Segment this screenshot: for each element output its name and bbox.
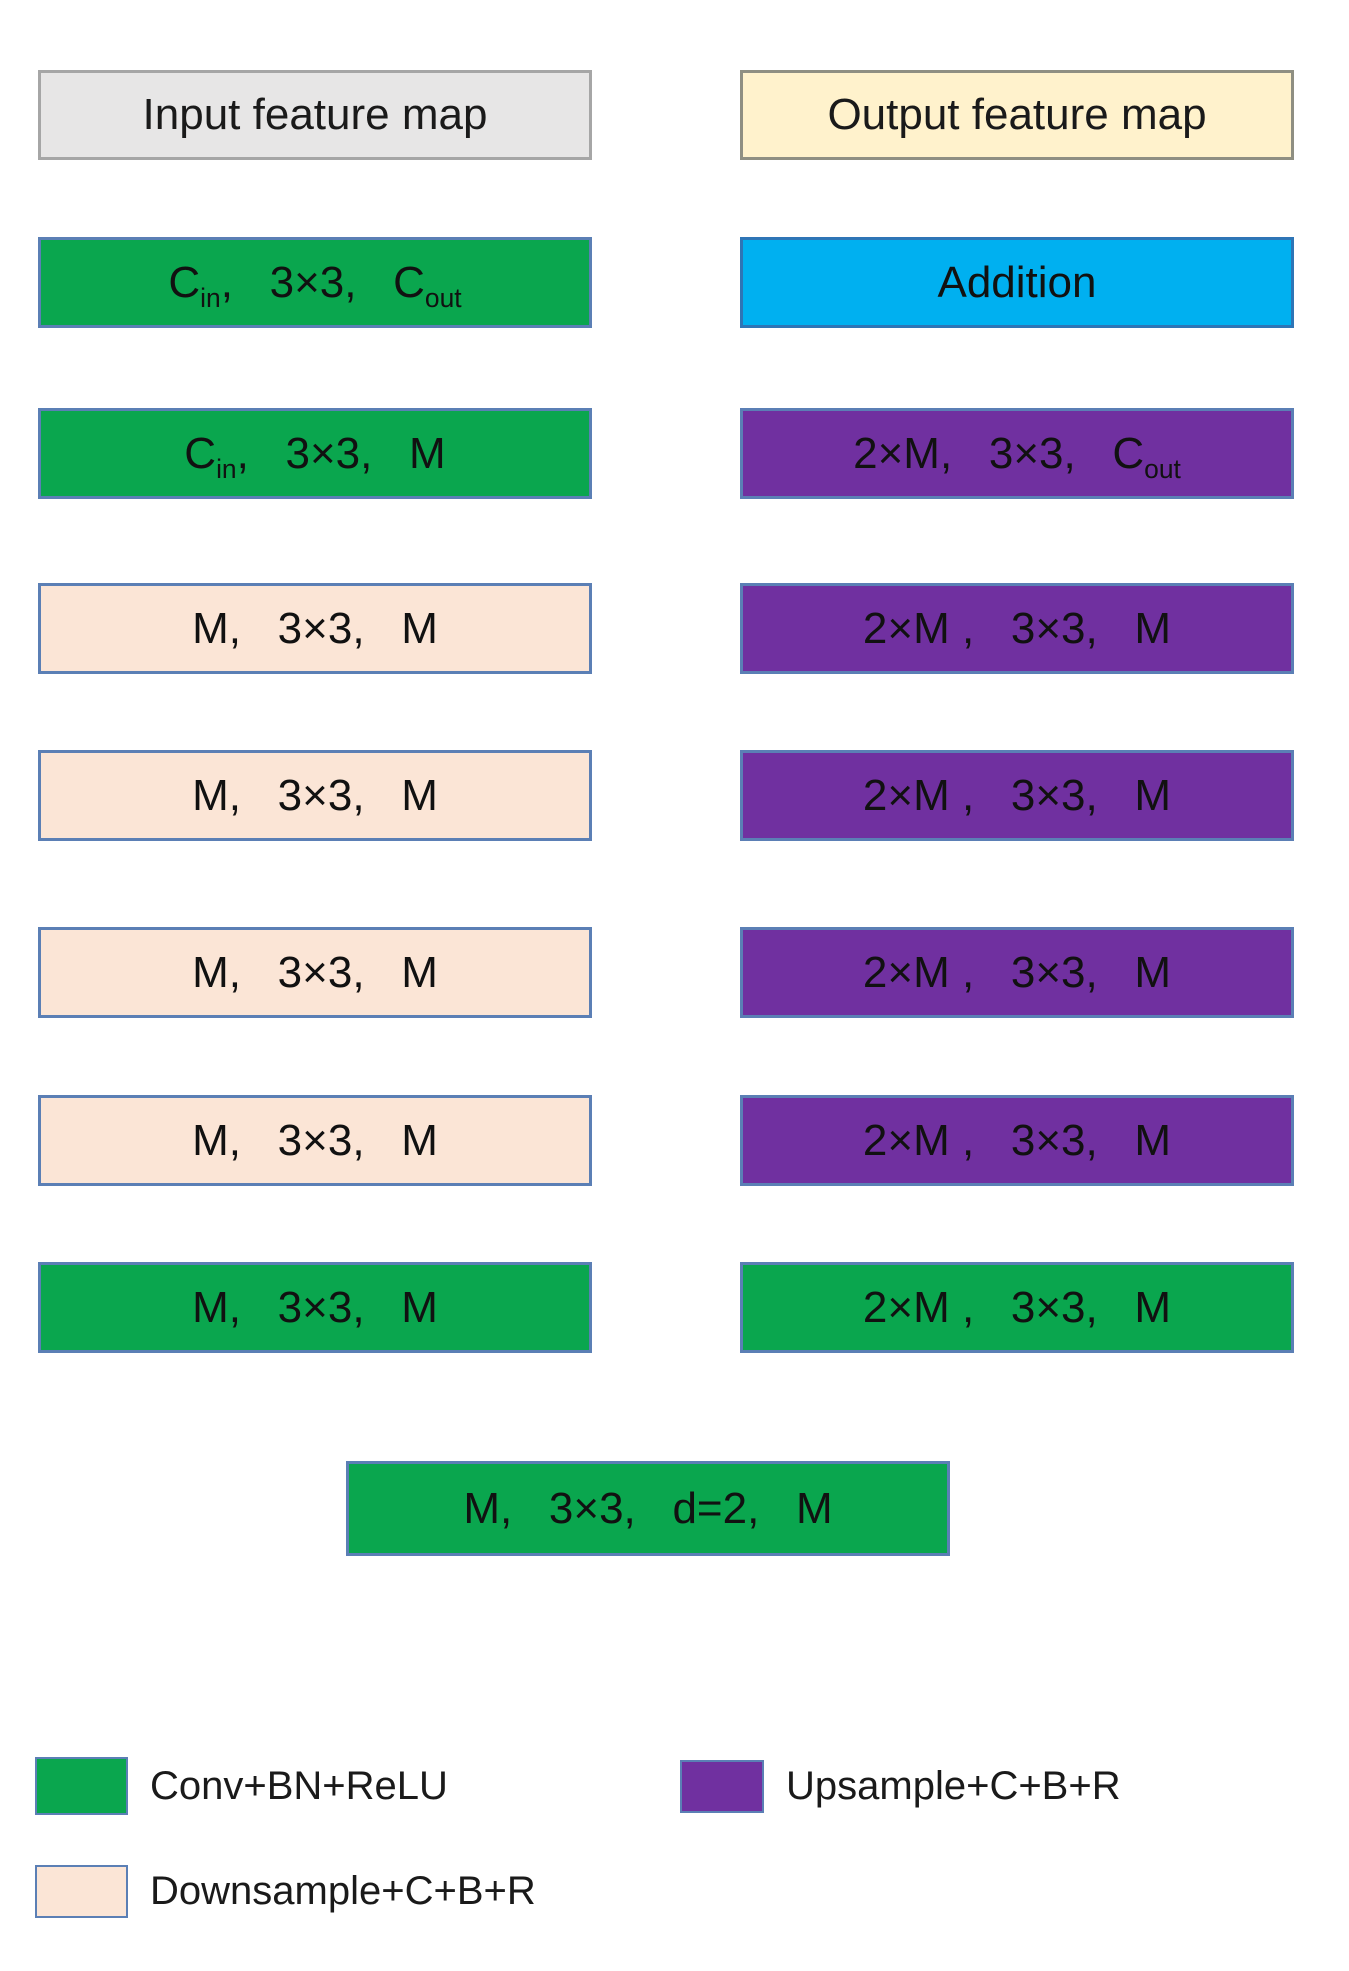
box-label: Addition xyxy=(937,257,1097,307)
dilated-conv-box-label: M, 3×3, d=2, M xyxy=(463,1483,833,1533)
downsample-legend-swatch xyxy=(35,1865,128,1918)
box-label: M, 3×3, M xyxy=(192,1282,438,1332)
downsample-legend-label: Downsample+C+B+R xyxy=(150,1869,536,1913)
output-feature-map-label: Output feature map xyxy=(827,90,1207,139)
box-label: Cin, 3×3, Cout xyxy=(168,257,462,313)
left-row-4-downsample-box: M, 3×3, M xyxy=(38,583,592,674)
left-row-3-conv-box: Cin, 3×3, M xyxy=(38,408,592,499)
left-row-7-downsample-box: M, 3×3, M xyxy=(38,1095,592,1186)
box-label: Cin, 3×3, M xyxy=(184,428,446,484)
right-row-5-upsample-box: 2×M , 3×3, M xyxy=(740,750,1294,841)
box-label: 2×M , 3×3, M xyxy=(862,1115,1172,1165)
legend-item-upsample: Upsample+C+B+R xyxy=(680,1760,1121,1813)
legend-item-conv: Conv+BN+ReLU xyxy=(35,1757,448,1815)
dilated-conv-box: M, 3×3, d=2, M xyxy=(346,1461,950,1556)
right-row-6-upsample-box: 2×M , 3×3, M xyxy=(740,927,1294,1018)
left-row-6-downsample-box: M, 3×3, M xyxy=(38,927,592,1018)
box-label: 2×M , 3×3, M xyxy=(862,947,1172,997)
upsample-legend-label: Upsample+C+B+R xyxy=(786,1764,1121,1808)
box-label: 2×M , 3×3, M xyxy=(862,770,1172,820)
box-label: 2×M , 3×3, M xyxy=(862,603,1172,653)
box-label: M, 3×3, M xyxy=(192,603,438,653)
input-feature-map-header: Input feature map xyxy=(38,70,592,160)
box-label: M, 3×3, M xyxy=(192,770,438,820)
box-label: M, 3×3, M xyxy=(192,947,438,997)
input-feature-map-label: Input feature map xyxy=(142,90,488,139)
right-row-3-upsample-box: 2×M, 3×3, Cout xyxy=(740,408,1294,499)
legend-item-downsample: Downsample+C+B+R xyxy=(35,1865,536,1918)
box-label: 2×M , 3×3, M xyxy=(862,1282,1172,1332)
right-row-2-addition-box: Addition xyxy=(740,237,1294,328)
left-row-2-conv-box: Cin, 3×3, Cout xyxy=(38,237,592,328)
box-label: M, 3×3, M xyxy=(192,1115,438,1165)
right-row-4-upsample-box: 2×M , 3×3, M xyxy=(740,583,1294,674)
left-row-8-conv-box: M, 3×3, M xyxy=(38,1262,592,1353)
conv-legend-swatch xyxy=(35,1757,128,1815)
box-label: 2×M, 3×3, Cout xyxy=(853,428,1181,484)
output-feature-map-header: Output feature map xyxy=(740,70,1294,160)
upsample-legend-swatch xyxy=(680,1760,764,1813)
right-row-7-upsample-box: 2×M , 3×3, M xyxy=(740,1095,1294,1186)
right-row-8-conv-box: 2×M , 3×3, M xyxy=(740,1262,1294,1353)
conv-legend-label: Conv+BN+ReLU xyxy=(150,1763,448,1808)
left-row-5-downsample-box: M, 3×3, M xyxy=(38,750,592,841)
